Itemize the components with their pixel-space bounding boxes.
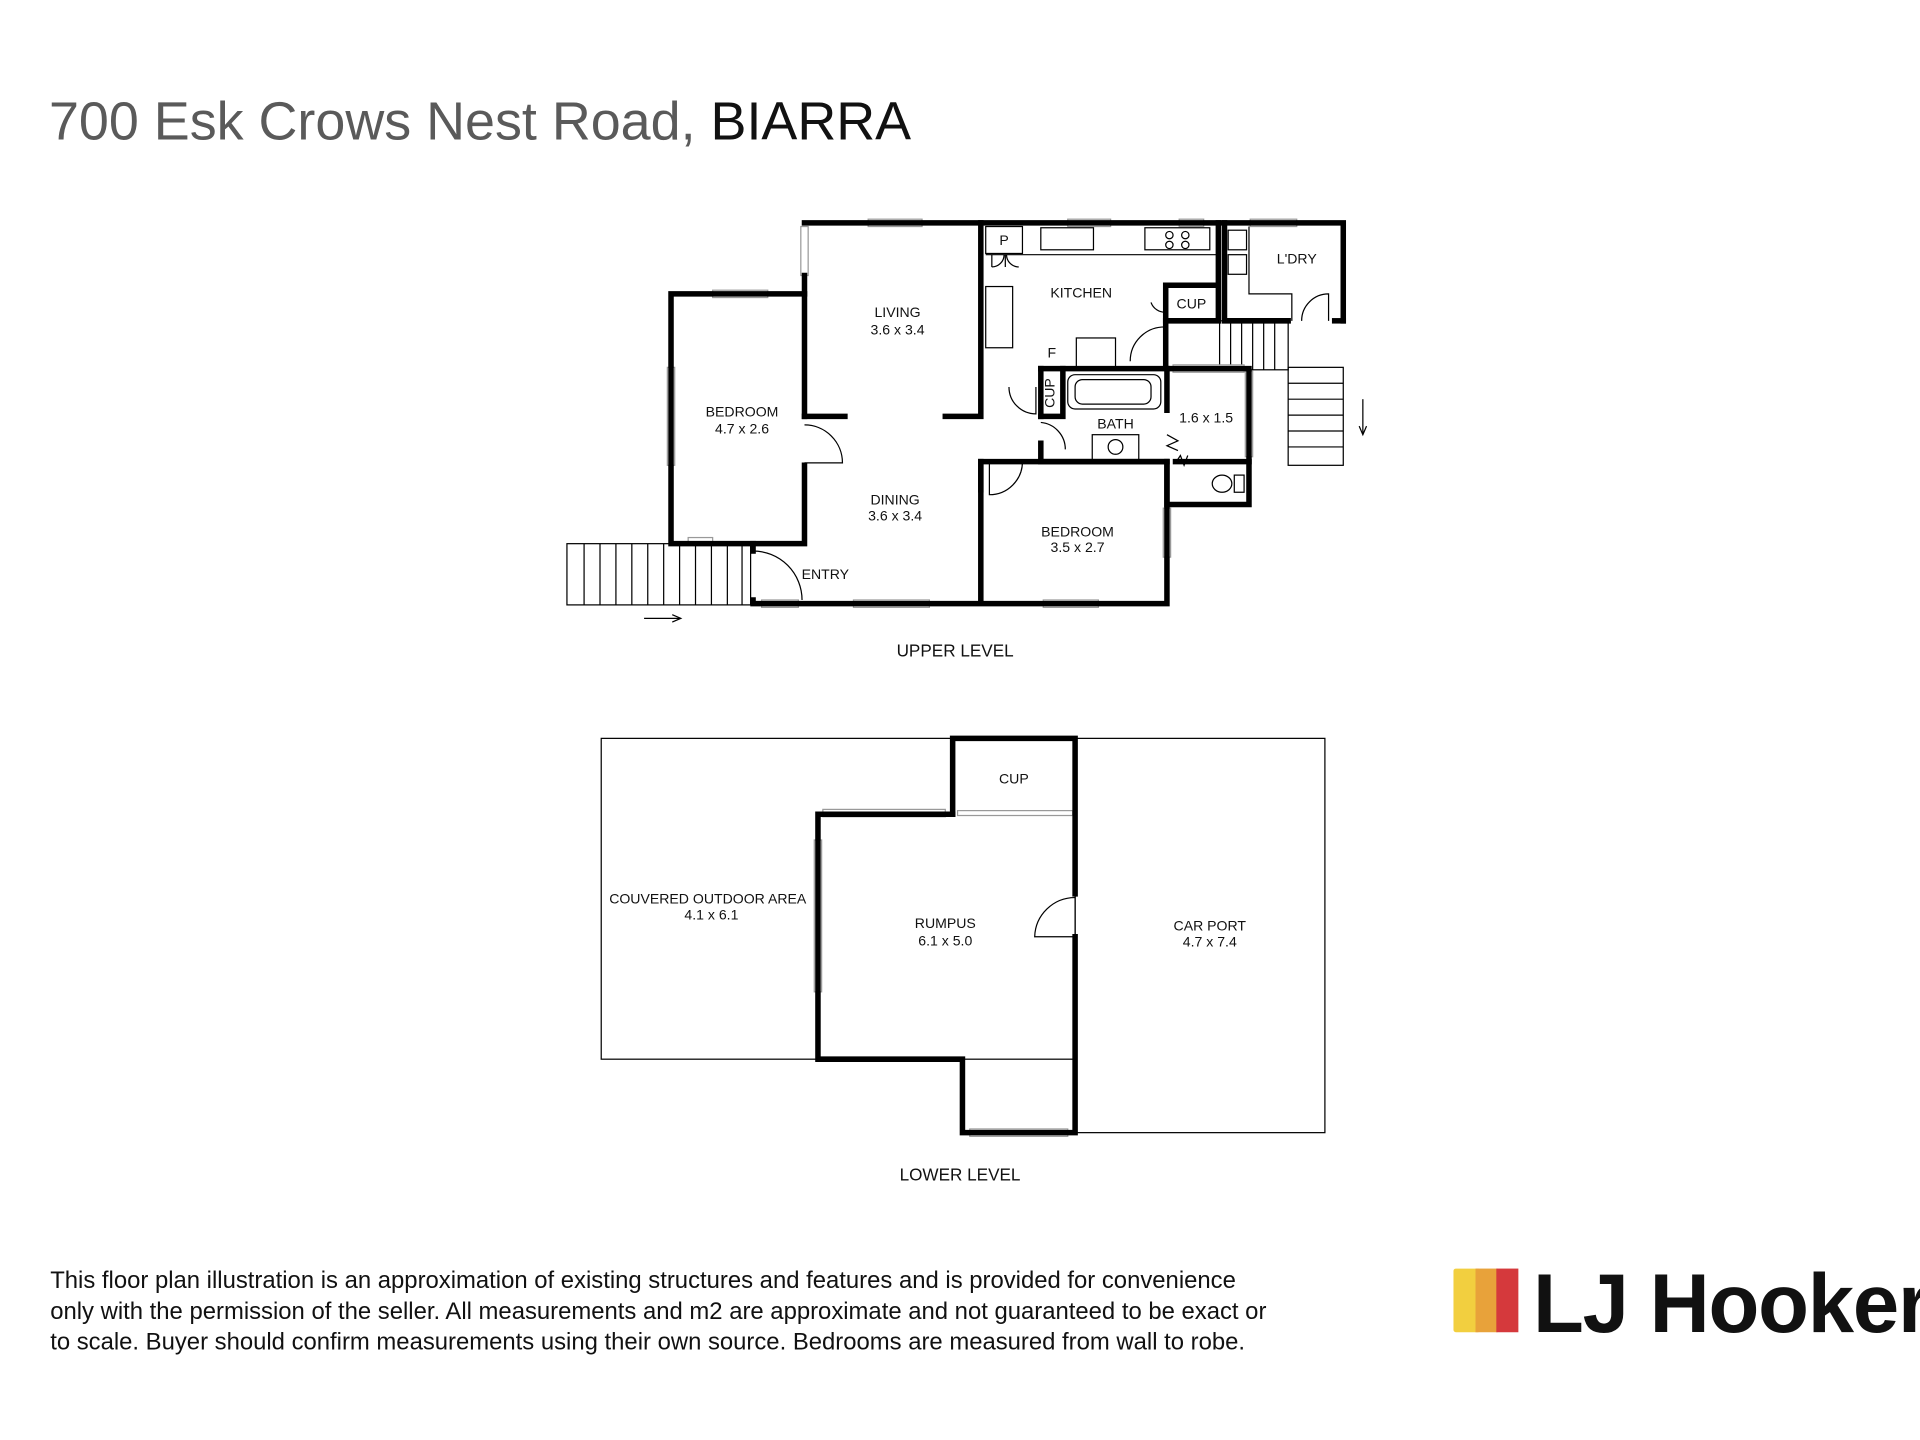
rumpus-name: RUMPUS bbox=[915, 915, 976, 931]
bedroom2-size: 3.5 x 2.7 bbox=[1051, 539, 1105, 555]
lower-level-plan: CUP COUVERED OUTDOOR AREA 4.1 x 6.1 RUMP… bbox=[600, 735, 1326, 1184]
upper-labels: BEDROOM 4.7 x 2.6 LIVING 3.6 x 3.4 DININ… bbox=[706, 232, 1318, 660]
disclaimer-line: only with the permission of the seller. … bbox=[50, 1298, 1266, 1325]
disclaimer: This floor plan illustration is an appro… bbox=[50, 1267, 1266, 1355]
upper-walls bbox=[668, 220, 1347, 607]
dining-size: 3.6 x 3.4 bbox=[868, 507, 922, 523]
page-title: 700 Esk Crows Nest Road, BIARRA bbox=[49, 92, 911, 152]
kitchen-cup-label: CUP bbox=[1177, 296, 1207, 312]
bedroom1-size: 4.7 x 2.6 bbox=[715, 420, 769, 436]
sink-icon bbox=[1040, 227, 1095, 251]
carport-name: CAR PORT bbox=[1174, 918, 1247, 934]
outdoor-name: COUVERED OUTDOOR AREA bbox=[609, 891, 807, 907]
rumpus-size: 6.1 x 5.0 bbox=[918, 932, 972, 948]
outdoor-size: 4.1 x 6.1 bbox=[684, 907, 738, 923]
lj-hooker-logo: LJ Hooker bbox=[1453, 1257, 1920, 1350]
upper-doors-fixtures bbox=[753, 225, 1330, 601]
lower-cup-label: CUP bbox=[999, 771, 1029, 787]
entry-stairs bbox=[566, 543, 752, 623]
living-name: LIVING bbox=[874, 304, 920, 320]
upper-level-plan: BEDROOM 4.7 x 2.6 LIVING 3.6 x 3.4 DININ… bbox=[566, 218, 1368, 660]
living-size: 3.6 x 3.4 bbox=[871, 321, 925, 337]
bath-label: BATH bbox=[1097, 416, 1134, 432]
fridge-icon bbox=[1075, 337, 1117, 370]
entry-label: ENTRY bbox=[802, 566, 850, 582]
dining-name: DINING bbox=[870, 491, 919, 507]
bedroom1-name: BEDROOM bbox=[706, 403, 779, 419]
rear-stairs bbox=[1218, 320, 1368, 466]
bath-cup-label: CUP bbox=[1041, 378, 1057, 408]
lower-level-label: LOWER LEVEL bbox=[900, 1164, 1021, 1184]
toilet-icon bbox=[1211, 474, 1233, 493]
upper-level-label: UPPER LEVEL bbox=[897, 640, 1014, 660]
suburb-text: BIARRA bbox=[711, 92, 912, 152]
wc-size: 1.6 x 1.5 bbox=[1179, 409, 1233, 425]
basin-icon bbox=[1091, 434, 1140, 462]
cooktop-icon bbox=[1144, 227, 1211, 251]
disclaimer-line: This floor plan illustration is an appro… bbox=[50, 1267, 1236, 1294]
bedroom2-name: BEDROOM bbox=[1041, 523, 1114, 539]
address-text: 700 Esk Crows Nest Road, bbox=[49, 92, 711, 152]
logo-text: LJ Hooker bbox=[1533, 1257, 1920, 1350]
bathtub-icon bbox=[1067, 374, 1162, 410]
rumpus-door bbox=[1034, 896, 1076, 938]
pantry-label: P bbox=[999, 232, 1008, 248]
carport-size: 4.7 x 7.4 bbox=[1183, 934, 1237, 950]
laundry-label: L'DRY bbox=[1277, 250, 1318, 266]
kitchen-name: KITCHEN bbox=[1050, 285, 1112, 301]
disclaimer-line: to scale. Buyer should confirm measureme… bbox=[50, 1328, 1245, 1355]
fridge-label: F bbox=[1048, 345, 1057, 361]
